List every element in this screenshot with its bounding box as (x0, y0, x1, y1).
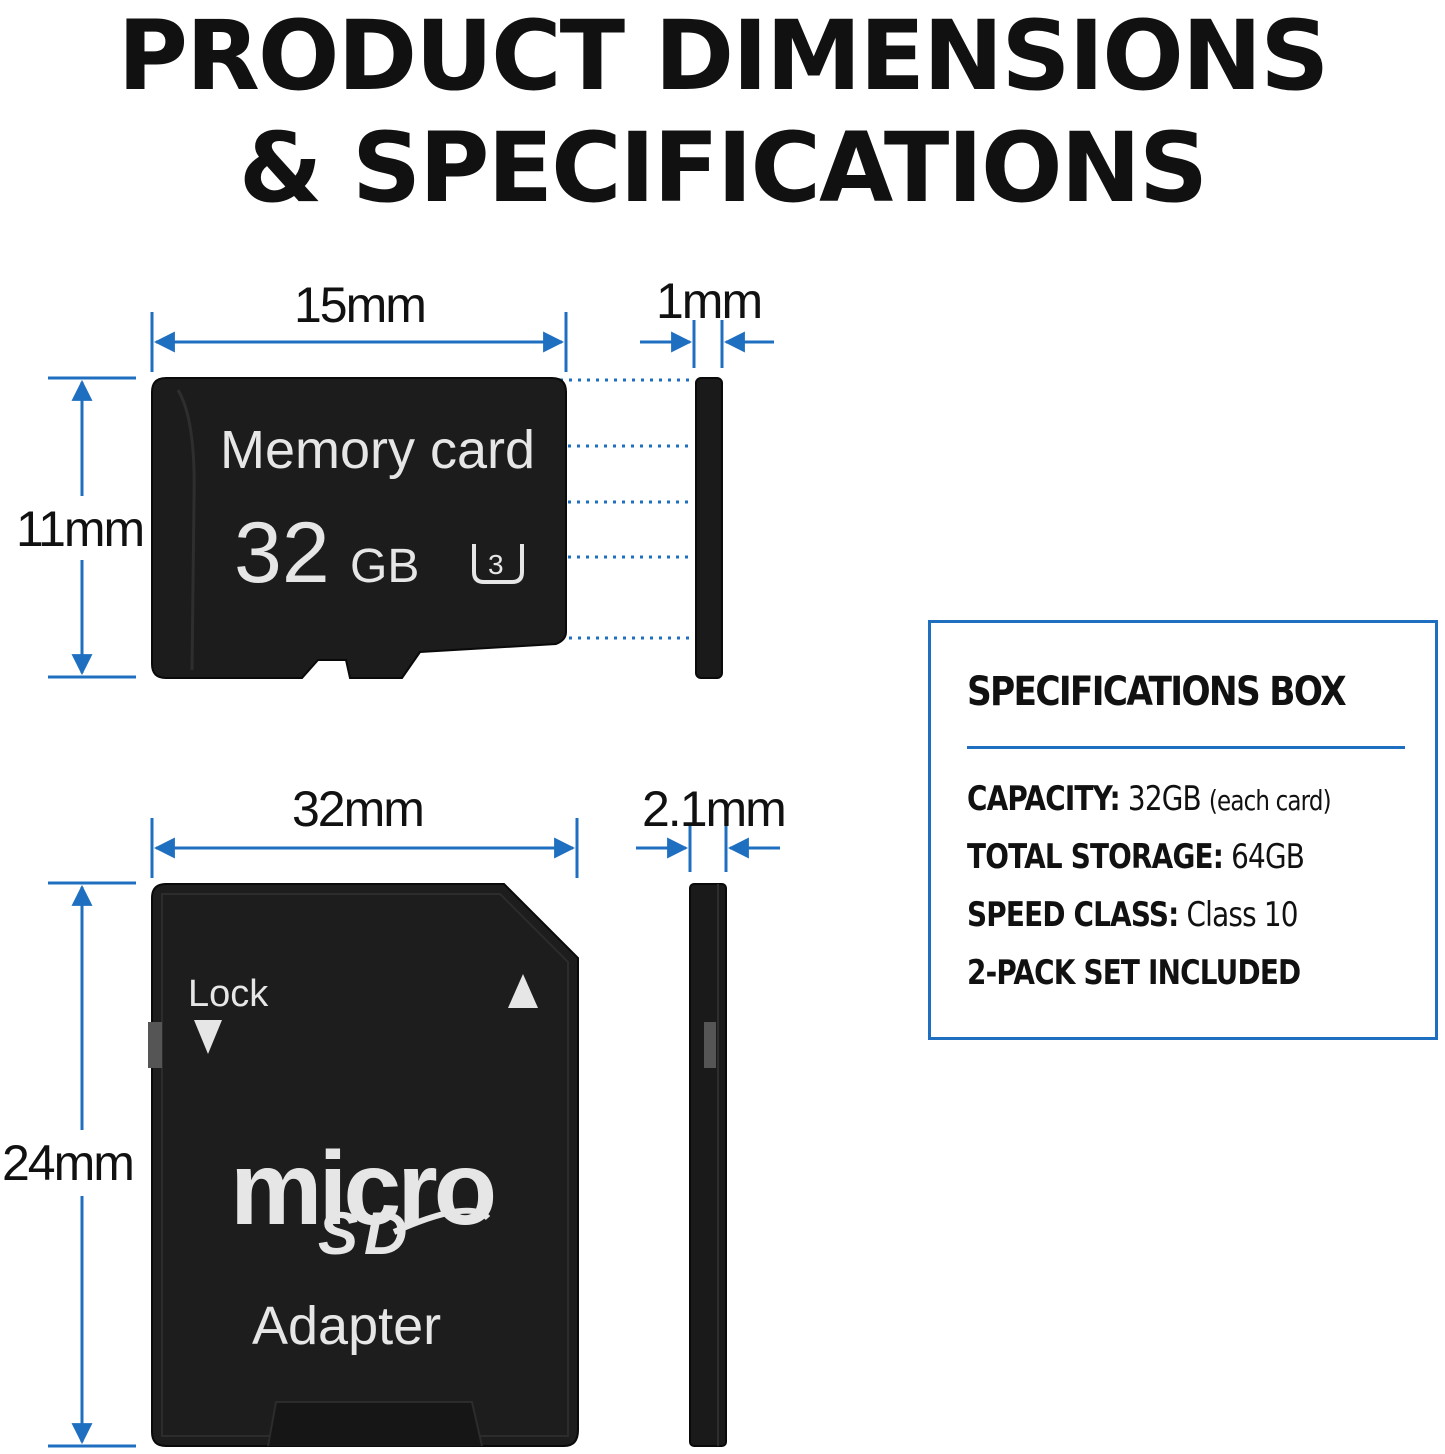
spec-pack: 2-PACK SET INCLUDED (967, 953, 1301, 993)
specifications-heading: SPECIFICATIONS BOX (967, 669, 1347, 715)
spec-speed-label: SPEED CLASS: (967, 895, 1179, 935)
spec-total-storage: TOTAL STORAGE: 64GB (967, 837, 1305, 877)
triangle-up-icon (508, 974, 538, 1008)
micro-card-side-view (695, 377, 723, 679)
spec-capacity: CAPACITY: 32GB (each card) (967, 779, 1332, 819)
micro-card-unit: GB (350, 540, 419, 593)
micro-sd-card: Memory card 32 GB 3 (151, 377, 567, 679)
micro-card-capacity: 32 (234, 505, 330, 601)
adapter-width-label: 32mm (292, 781, 425, 837)
title-line-2: & SPECIFICATIONS (238, 112, 1208, 224)
adapter-side-view (689, 883, 727, 1447)
specifications-divider (967, 746, 1405, 749)
spec-speed-value: Class 10 (1186, 895, 1299, 935)
spec-capacity-label: CAPACITY: (967, 779, 1121, 819)
spec-capacity-value: 32GB (1127, 779, 1202, 819)
uhs-speed-class-icon: 3 (472, 544, 524, 584)
page-title: PRODUCT DIMENSIONS & SPECIFICATIONS (0, 0, 1445, 224)
spec-speed-class: SPEED CLASS: Class 10 (967, 895, 1298, 935)
microsd-logo: micro SD (230, 1131, 498, 1267)
triangle-down-icon (194, 1020, 222, 1054)
adapter-logo-top: micro (230, 1131, 494, 1247)
dimension-lines (48, 312, 780, 1448)
micro-card-label: Memory card (220, 420, 535, 480)
micro-width-label: 15mm (294, 277, 427, 333)
micro-card-speed-badge: 3 (488, 549, 504, 580)
specifications-box: SPECIFICATIONS BOX CAPACITY: 32GB (each … (928, 620, 1438, 1040)
sd-adapter: Lock micro SD Adapter (148, 883, 579, 1447)
adapter-height-label: 24mm (2, 1135, 135, 1191)
adapter-thickness-label: 2.1mm (642, 781, 787, 837)
adapter-logo-bottom: SD (318, 1200, 413, 1267)
spec-pack-label: 2-PACK SET INCLUDED (967, 953, 1301, 993)
spec-storage-label: TOTAL STORAGE: (967, 837, 1224, 877)
spec-capacity-note: (each card) (1208, 784, 1332, 817)
micro-thickness-label: 1mm (656, 273, 763, 329)
adapter-label: Adapter (252, 1296, 441, 1356)
lock-switch (148, 1022, 162, 1068)
spec-storage-value: 64GB (1231, 837, 1305, 877)
title-line-1: PRODUCT DIMENSIONS (117, 0, 1330, 112)
micro-height-label: 11mm (16, 501, 145, 557)
adapter-lock-label: Lock (188, 973, 269, 1015)
